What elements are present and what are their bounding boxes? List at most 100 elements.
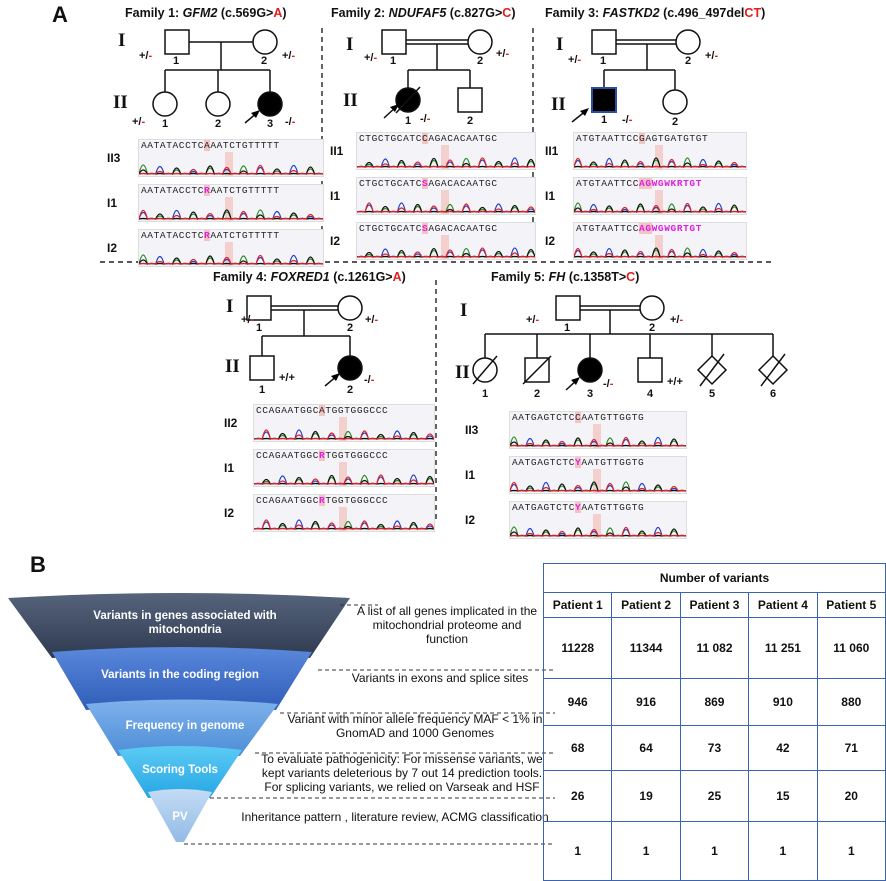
f4-II1-num: 1 (259, 384, 266, 396)
seq-variant-base: R (204, 230, 211, 241)
seq-variant-base: R (319, 450, 326, 461)
chromatogram-trace (139, 242, 323, 266)
table-cell: 42 (748, 725, 818, 771)
f3-I1-num: 1 (600, 55, 607, 67)
seq-variant-base: AG (639, 178, 652, 189)
funnel-layers (8, 593, 350, 842)
f5-I1-num: 1 (564, 322, 571, 334)
funnel-step-2: Variants in the coding region (101, 669, 259, 681)
seq-suffix: TGGTGGGCCC (325, 405, 389, 416)
f5-I2-genotype: +/- (670, 314, 684, 326)
f5-gen-II: II (455, 362, 470, 383)
seq-suffix: WGWGRTGT (651, 223, 703, 234)
f1-I2-num: 2 (261, 55, 268, 67)
f3-II2-num: 2 (672, 116, 679, 128)
f1-I1-num: 1 (173, 55, 180, 67)
seq-prefix: AATGAGTCTC (512, 502, 576, 513)
f5-I1-genotype: +/- (526, 314, 540, 326)
f5-chromatogram: AATGAGTCTCYAATGTTGGTG (509, 456, 687, 494)
seq-variant-base: AG (639, 223, 652, 234)
seq-prefix: CCAGAATGGC (256, 495, 320, 506)
seq-prefix: AATGAGTCTC (512, 457, 576, 468)
f3-I1-genotype: +/- (568, 54, 582, 66)
seq-prefix: AATATACCTC (141, 185, 205, 196)
f3-chromatogram: ATGTAATTCCAGWGWGRTGT (573, 222, 747, 260)
f1-II2-num: 2 (215, 118, 222, 130)
family-2-title: Family 2: NDUFAF5 (c.827G>C) (331, 6, 516, 20)
f2-chromatogram: CTGCTGCATCSAGACACAATGC (356, 222, 536, 260)
f4-row-label: I1 (224, 461, 235, 475)
seq-prefix: CTGCTGCATC (359, 133, 423, 144)
panel-a-lines (100, 28, 789, 520)
f2-II1-num: 1 (405, 115, 412, 127)
table-header-patient-2: Patient 2 (611, 592, 681, 618)
table-cell: 880 (816, 678, 886, 726)
f2-row-label: I2 (330, 234, 341, 248)
seq-variant-base: A (204, 140, 211, 151)
table-header-patient-4: Patient 4 (748, 592, 818, 618)
f4-II1-genotype: +/+ (279, 372, 295, 384)
f2-I1-num: 1 (390, 55, 397, 67)
seq-prefix: CCAGAATGGC (256, 405, 320, 416)
chromatogram-trace (139, 197, 323, 221)
f1-chromatogram: AATATACCTCRAATCTGTTTTT (138, 184, 324, 222)
f1-II3-genotype: -/- (285, 116, 296, 128)
seq-prefix: AATATACCTC (141, 140, 205, 151)
table-cell: 11344 (611, 617, 681, 679)
table-cell: 71 (816, 725, 886, 771)
f1-row-label: I2 (107, 241, 118, 255)
f4-chromatogram: CCAGAATGGCRTGGTGGGCCC (253, 494, 435, 532)
table-cell: 946 (542, 678, 613, 726)
f3-I2-num: 2 (685, 55, 692, 67)
panel-a-label: A (52, 2, 68, 27)
table-cell: 11228 (542, 617, 613, 679)
table-cell: 1 (816, 821, 886, 881)
f5-II1-num: 1 (482, 388, 489, 400)
f4-chromatogram: CCAGAATGGCATGGTGGGCCC (253, 404, 435, 442)
chromatogram-trace (254, 507, 434, 531)
f3-row-label: I2 (545, 234, 556, 248)
table-cell: 15 (748, 770, 818, 822)
f1-II3-num: 3 (267, 118, 274, 130)
f1-I1-genotype: +/- (139, 50, 153, 62)
chromatogram-trace (510, 424, 686, 448)
chromatogram-trace (357, 145, 535, 169)
f5-II4-genotype: +/+ (667, 376, 683, 388)
f5-II2-num: 2 (534, 388, 541, 400)
f1-II1-genotype: +/- (132, 116, 146, 128)
chromatogram-trace (254, 417, 434, 441)
seq-prefix: AATATACCTC (141, 230, 205, 241)
seq-prefix: CTGCTGCATC (359, 178, 423, 189)
table-cell: 73 (679, 725, 750, 771)
f3-chromatogram: ATGTAATTCCAGWGWKRTGT (573, 177, 747, 215)
chromatogram-trace (574, 235, 746, 259)
table-title: Number of variants (543, 563, 886, 593)
f3-gen-I: I (556, 34, 564, 55)
seq-suffix: AATGTTGGTG (581, 412, 645, 423)
f4-row-label: II2 (224, 416, 238, 430)
desc-step-2: Variants in exons and splice sites (351, 671, 529, 685)
funnel-step-1: Variants in genes associated with mitoch… (93, 610, 277, 636)
table-header-patient-5: Patient 5 (816, 592, 886, 618)
f5-II3-num: 3 (587, 388, 594, 400)
seq-suffix: AATGTTGGTG (581, 502, 645, 513)
f2-I1-genotype: +/- (364, 52, 378, 64)
f2-gen-I: I (346, 34, 354, 55)
chromatogram-trace (357, 235, 535, 259)
table-cell: 1 (748, 821, 818, 881)
seq-variant-base: S (422, 178, 429, 189)
seq-suffix: AGACACAATGC (428, 133, 498, 144)
funnel-step-5: PV (172, 811, 188, 823)
f5-II4-num: 4 (647, 388, 654, 400)
table-cell: 1 (611, 821, 681, 881)
table-cell: 25 (679, 770, 750, 822)
f5-II3-genotype: -/- (603, 378, 614, 390)
f2-chromatogram: CTGCTGCATCSAGACACAATGC (356, 177, 536, 215)
chromatogram-trace (574, 190, 746, 214)
